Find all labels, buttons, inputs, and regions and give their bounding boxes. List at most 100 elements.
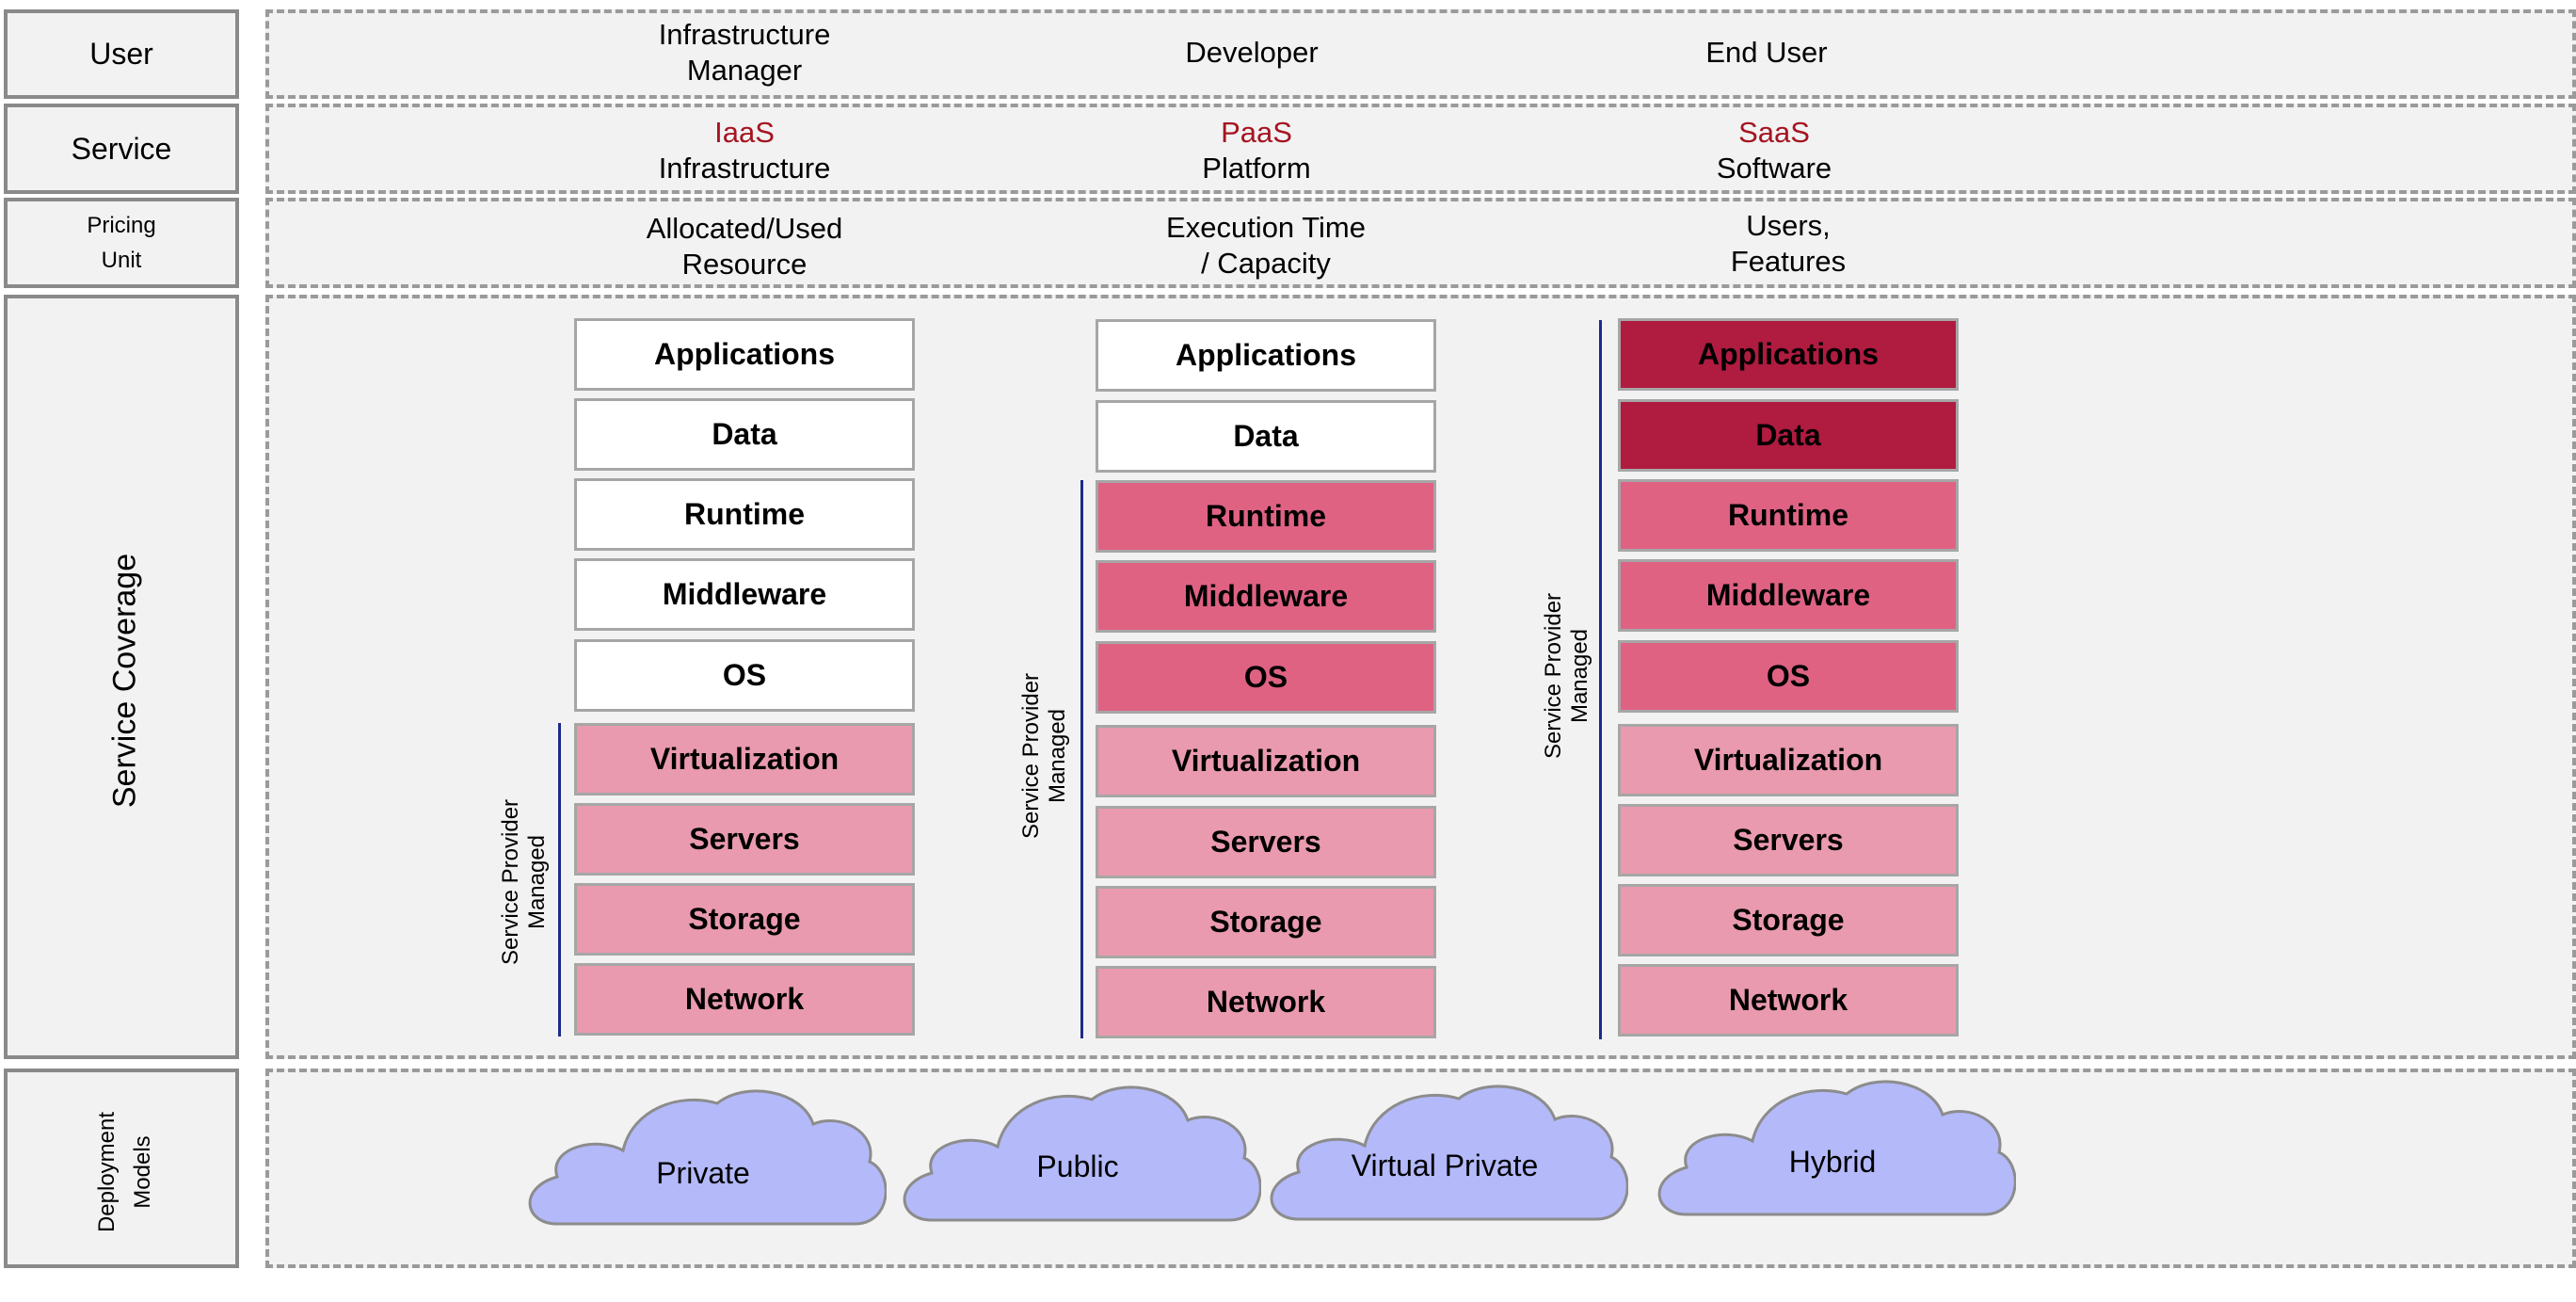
cloud-shape xyxy=(1270,1085,1628,1221)
layer-label: Middleware xyxy=(1705,578,1871,612)
band-user xyxy=(265,9,2576,99)
layer-data: Data xyxy=(1618,399,1959,472)
service-name-infrastructure: Infrastructure xyxy=(658,152,831,185)
cloud-shape xyxy=(903,1085,1261,1222)
pricing-col3-line2: Features xyxy=(1730,245,1847,278)
acronym-saas: SaaS xyxy=(1738,116,1810,149)
row-label-deploy-line2: Models xyxy=(130,1135,155,1209)
row-label-user: User xyxy=(4,9,239,99)
layer-runtime: Runtime xyxy=(1096,480,1436,553)
layer-label: OS xyxy=(1766,659,1811,693)
cloud-hybrid: Hybrid xyxy=(1649,1073,2016,1224)
layer-label: Middleware xyxy=(662,577,827,611)
service-name-software: Software xyxy=(1716,152,1832,185)
provider-managed-line xyxy=(1599,320,1602,1039)
layer-data: Data xyxy=(1096,400,1436,473)
layer-label: Virtualization xyxy=(1171,744,1361,778)
layer-label: Servers xyxy=(1210,825,1321,859)
layer-virtualization: Virtualization xyxy=(1618,724,1959,796)
provider-managed-line xyxy=(1080,480,1083,1038)
pricing-iaas: Allocated/Used Resource xyxy=(547,211,942,282)
layer-label: Network xyxy=(1728,983,1848,1017)
layer-runtime: Runtime xyxy=(1618,479,1959,552)
provider-managed-line2: Managed xyxy=(524,834,550,930)
cloud-label-virtual-private: Virtual Private xyxy=(1351,1149,1539,1182)
layer-servers: Servers xyxy=(1096,806,1436,878)
provider-managed-line1: Service Provider xyxy=(1018,672,1044,840)
row-label-service: Service xyxy=(4,104,239,194)
pricing-col1-line1: Allocated/Used xyxy=(646,212,843,245)
pricing-col2-line1: Execution Time xyxy=(1166,211,1366,244)
layer-label: Storage xyxy=(1732,903,1845,937)
service-paas: PaaS Platform xyxy=(1059,115,1454,186)
cloud-virtual-private: Virtual Private xyxy=(1261,1078,1628,1229)
service-name-platform: Platform xyxy=(1202,152,1311,185)
service-saas: SaaS Software xyxy=(1576,115,1972,186)
layer-label: Network xyxy=(1206,985,1326,1019)
row-label-service-text: Service xyxy=(71,131,172,166)
layer-middleware: Middleware xyxy=(574,558,915,631)
layer-servers: Servers xyxy=(574,803,915,876)
layer-virtualization: Virtualization xyxy=(1096,725,1436,797)
row-label-pricing-unit: Pricing Unit xyxy=(4,198,239,288)
row-label-deployment-text: Deployment Models xyxy=(89,1112,161,1232)
layer-storage: Storage xyxy=(574,883,915,956)
layer-os: OS xyxy=(1096,641,1436,714)
layer-label: Storage xyxy=(688,902,801,936)
pricing-paas: Execution Time / Capacity xyxy=(1068,210,1464,281)
layer-label: Applications xyxy=(1175,338,1356,372)
cloud-label-public: Public xyxy=(1036,1149,1119,1183)
layer-label: Virtualization xyxy=(649,742,840,776)
provider-managed-line xyxy=(558,723,561,1037)
layer-label: Runtime xyxy=(1206,499,1326,533)
row-label-pricing-line1: Pricing xyxy=(87,213,156,238)
layer-label: Servers xyxy=(1733,823,1844,857)
layer-os: OS xyxy=(574,639,915,712)
layer-storage: Storage xyxy=(1618,884,1959,956)
layer-applications: Applications xyxy=(1096,319,1436,392)
layer-label: Middleware xyxy=(1183,579,1349,613)
service-iaas: IaaS Infrastructure xyxy=(547,115,942,186)
provider-managed-line2: Managed xyxy=(1567,628,1592,724)
row-label-user-text: User xyxy=(89,37,153,71)
layer-os: OS xyxy=(1618,640,1959,713)
layer-middleware: Middleware xyxy=(1096,560,1436,633)
layer-label: Runtime xyxy=(684,497,805,531)
user-col1-line1: Infrastructure xyxy=(658,18,831,51)
user-col3-line1: End User xyxy=(1705,36,1828,69)
cloud-shape xyxy=(1657,1080,2016,1216)
pricing-col2-line2: / Capacity xyxy=(1201,247,1331,280)
acronym-paas: PaaS xyxy=(1221,116,1292,149)
user-col1-line2: Manager xyxy=(686,54,803,87)
layer-middleware: Middleware xyxy=(1618,559,1959,632)
pricing-col3-line1: Users, xyxy=(1746,209,1831,242)
layer-virtualization: Virtualization xyxy=(574,723,915,796)
layer-label: Data xyxy=(1755,418,1821,452)
layer-servers: Servers xyxy=(1618,804,1959,876)
provider-managed-label: Service Provider Managed xyxy=(1541,593,1593,759)
cloud-private: Private xyxy=(520,1083,887,1233)
layer-runtime: Runtime xyxy=(574,478,915,551)
provider-managed-label: Service Provider Managed xyxy=(498,799,551,965)
provider-managed-line2: Managed xyxy=(1045,708,1070,804)
row-label-pricing-line2: Unit xyxy=(101,248,142,273)
pricing-saas: Users, Features xyxy=(1591,208,1986,280)
layer-network: Network xyxy=(574,963,915,1036)
layer-label: OS xyxy=(1243,660,1288,694)
layer-label: Servers xyxy=(689,822,800,856)
row-label-coverage-text: Service Coverage xyxy=(106,553,143,809)
cloud-shape xyxy=(528,1089,887,1226)
cloud-label-hybrid: Hybrid xyxy=(1788,1145,1877,1179)
layer-label: Storage xyxy=(1209,905,1322,939)
user-developer: Developer xyxy=(1054,35,1449,71)
provider-managed-line1: Service Provider xyxy=(1541,592,1566,760)
layer-label: Runtime xyxy=(1728,498,1848,532)
layer-label: Applications xyxy=(1697,337,1879,371)
layer-storage: Storage xyxy=(1096,886,1436,958)
user-col2-line1: Developer xyxy=(1185,36,1319,69)
provider-managed-label: Service Provider Managed xyxy=(1018,673,1071,839)
cloud-label-private: Private xyxy=(656,1156,750,1190)
layer-applications: Applications xyxy=(574,318,915,391)
layer-label: Network xyxy=(684,982,805,1016)
acronym-iaas: IaaS xyxy=(714,116,775,149)
